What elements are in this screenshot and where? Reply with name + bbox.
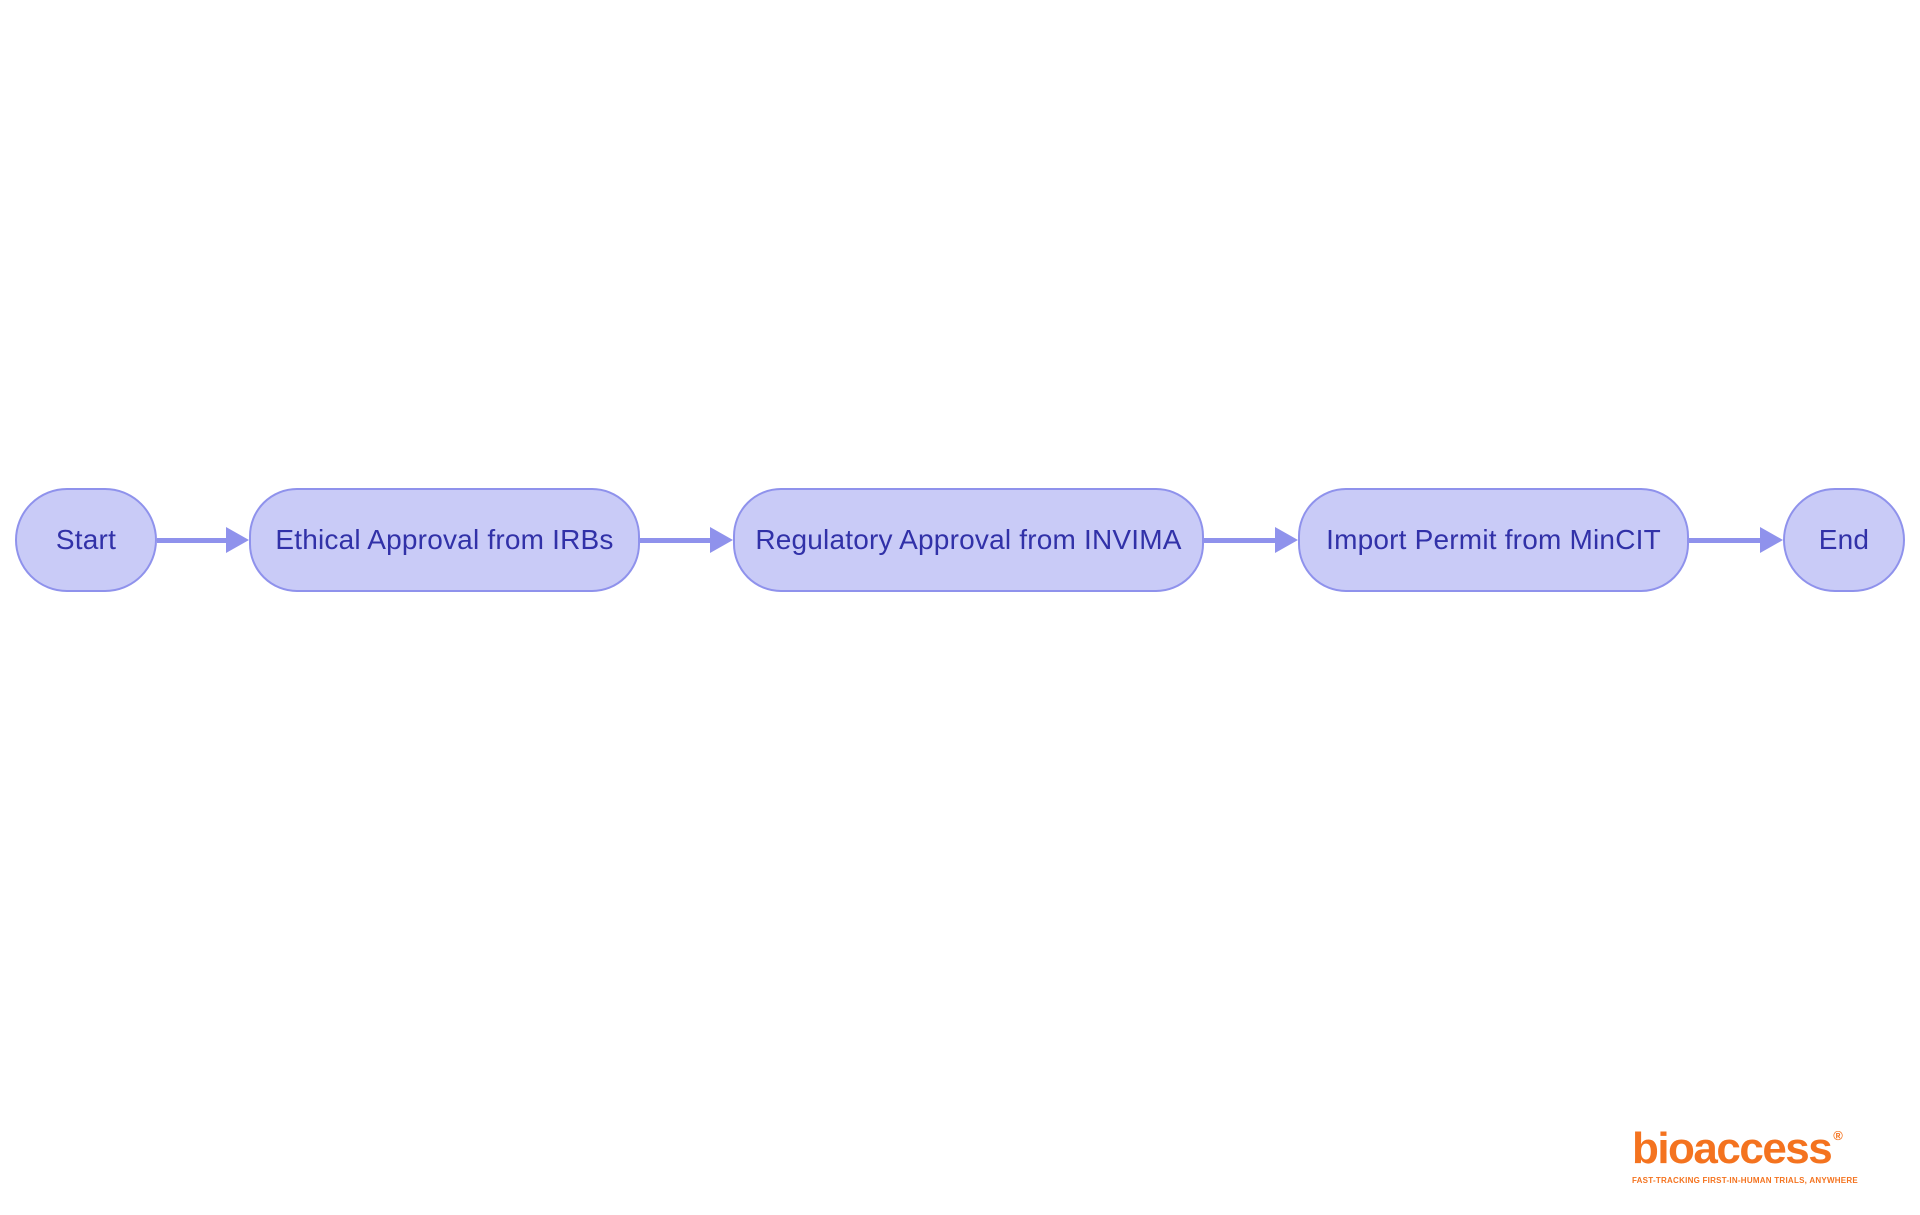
logo-wordmark: bioaccess — [1631, 1124, 1833, 1173]
flow-node-regulatory-approval: Regulatory Approval from INVIMA — [733, 488, 1204, 592]
arrow-shaft — [157, 537, 226, 543]
flow-arrow-import-to-end — [1689, 525, 1783, 555]
flow-node-end: End — [1783, 488, 1905, 592]
arrowhead-icon — [1760, 527, 1783, 553]
flow-node-label: Import Permit from MinCIT — [1326, 524, 1661, 555]
flow-node-ethical-approval: Ethical Approval from IRBs — [249, 488, 640, 592]
flow-arrow-ethical-to-regulatory — [640, 525, 733, 555]
flow-node-start: Start — [15, 488, 157, 592]
registered-trademark-icon: ® — [1833, 1128, 1843, 1143]
flow-node-label: Regulatory Approval from INVIMA — [755, 524, 1182, 555]
flow-node-label: Ethical Approval from IRBs — [275, 524, 614, 555]
arrow-shaft — [1689, 537, 1760, 543]
arrowhead-icon — [1275, 527, 1298, 553]
arrowhead-icon — [226, 527, 249, 553]
flow-node-import-permit: Import Permit from MinCIT — [1298, 488, 1689, 592]
arrow-shaft — [640, 537, 710, 543]
arrow-shaft — [1204, 537, 1275, 543]
arrowhead-icon — [710, 527, 733, 553]
bioaccess-logo: bioaccess ® FAST-TRACKING FIRST-IN-HUMAN… — [1631, 1124, 1858, 1186]
flow-node-label: End — [1818, 524, 1870, 555]
flow-node-label: Start — [55, 524, 117, 555]
logo-tagline: FAST-TRACKING FIRST-IN-HUMAN TRIALS, ANY… — [1631, 1176, 1858, 1185]
flow-arrow-regulatory-to-import — [1204, 525, 1298, 555]
flow-arrow-start-to-ethical — [157, 525, 249, 555]
